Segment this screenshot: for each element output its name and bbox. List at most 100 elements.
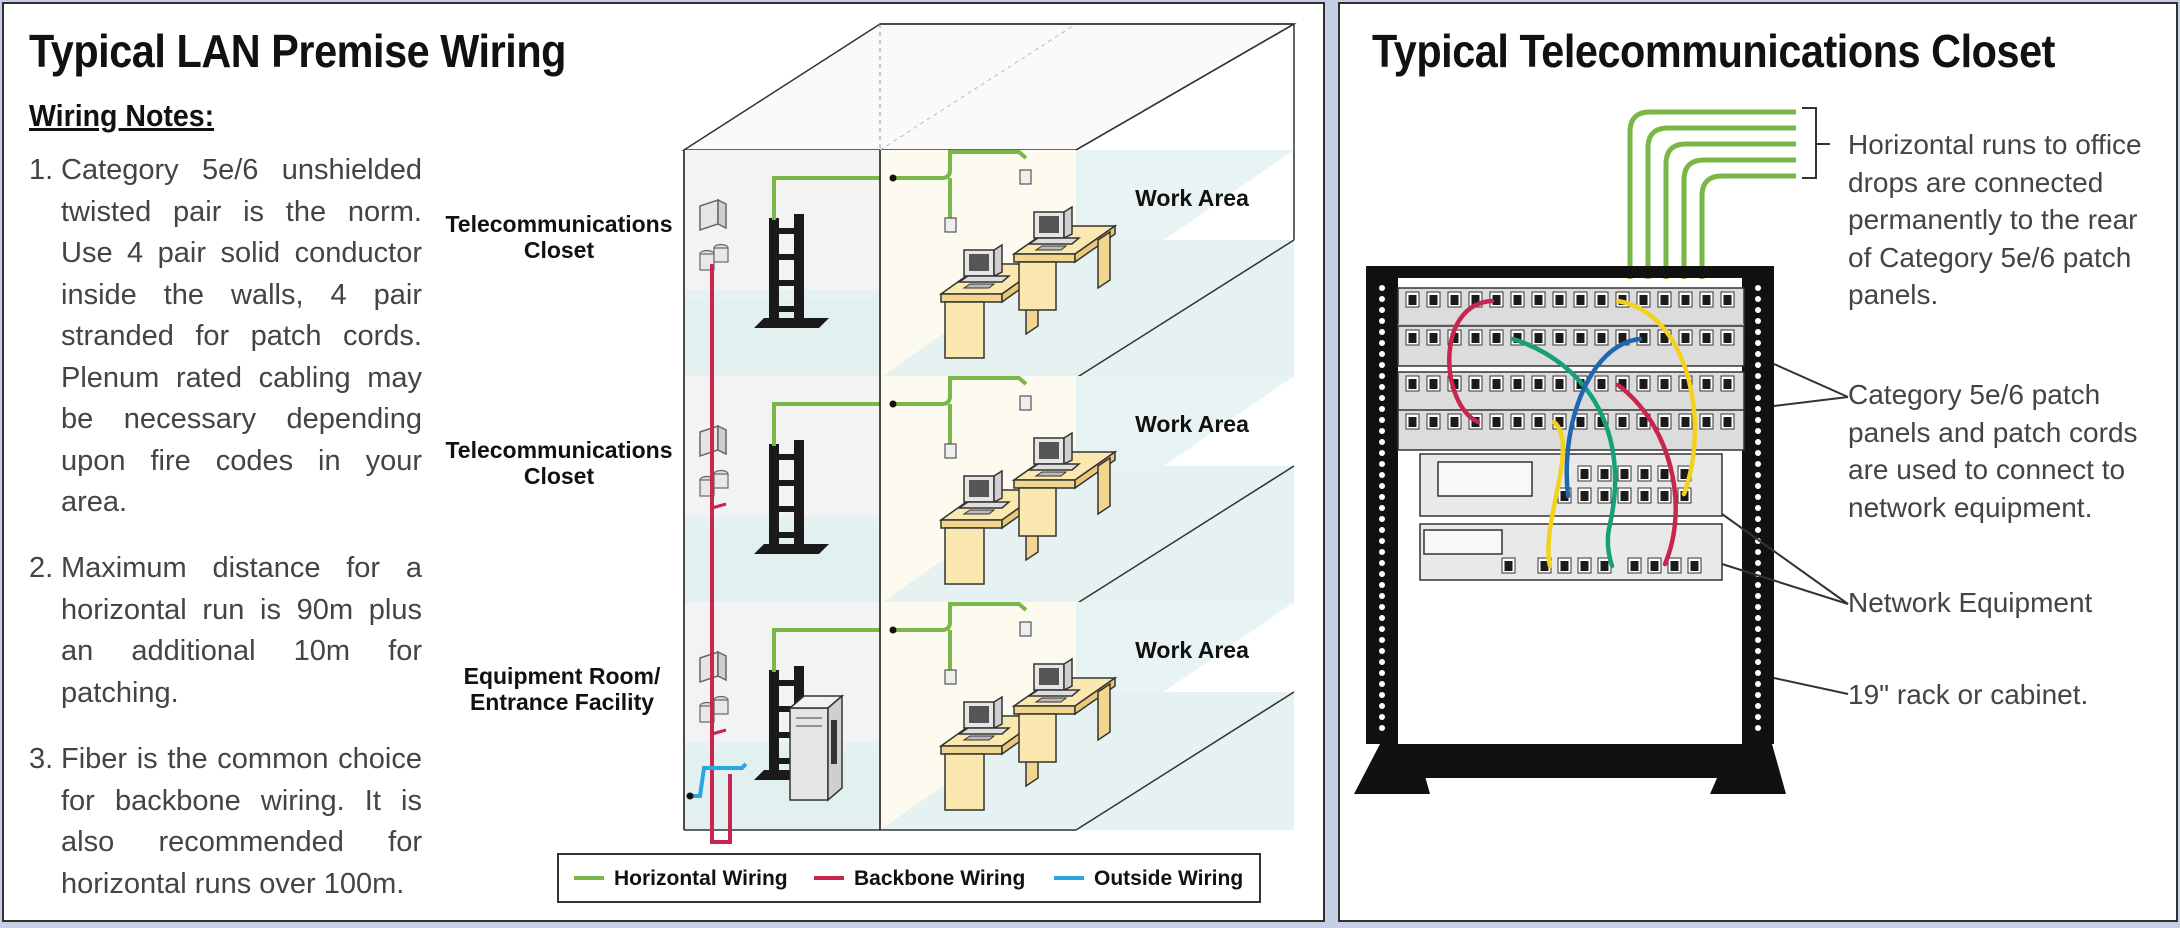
rack-hole <box>1379 571 1385 577</box>
rack-hole <box>1755 329 1761 335</box>
note-text: Fiber is the common choice for backbone … <box>61 743 422 900</box>
rack-hole <box>1379 637 1385 643</box>
outside-wiring <box>690 762 748 798</box>
rack-hole <box>1755 626 1761 632</box>
floor-3-work-area-label: Work Area <box>1135 637 1249 663</box>
rack-hole <box>1379 494 1385 500</box>
legend-label-outside: Outside Wiring <box>1094 867 1243 890</box>
rack-foot-right <box>1710 744 1786 794</box>
rack-hole <box>1755 428 1761 434</box>
rack-hole <box>1755 593 1761 599</box>
rack-hole <box>1379 549 1385 555</box>
rack-hole <box>1379 461 1385 467</box>
rack-hole <box>1379 439 1385 445</box>
rack-hole <box>1379 417 1385 423</box>
rack-hole <box>1379 384 1385 390</box>
rack-hole <box>1379 395 1385 401</box>
rack-hole <box>1379 725 1385 731</box>
rack-hole <box>1379 329 1385 335</box>
rack-base <box>1398 744 1744 778</box>
rack-hole <box>1379 285 1385 291</box>
rack-hole <box>1755 439 1761 445</box>
note-text: Category 5e/6 unshielded twisted pair is… <box>61 154 422 518</box>
rack-hole <box>1379 450 1385 456</box>
rack-hole <box>1379 703 1385 709</box>
wiring-note-1: 1. Category 5e/6 unshielded twisted pair… <box>29 150 422 524</box>
rack-hole <box>1755 516 1761 522</box>
rack-hole <box>1755 604 1761 610</box>
rack-hole <box>1379 505 1385 511</box>
rack-hole <box>1379 516 1385 522</box>
rack-hole <box>1755 461 1761 467</box>
floor-1-closet-label-2: Closet <box>524 237 595 263</box>
callout-patch-panels: Category 5e/6 patch panels and patch cor… <box>1848 379 2138 523</box>
rack-hole <box>1379 560 1385 566</box>
rack-hole <box>1379 670 1385 676</box>
rack-hole <box>1379 406 1385 412</box>
rack-hole <box>1379 428 1385 434</box>
rack-hole <box>1755 340 1761 346</box>
rack-hole <box>1379 692 1385 698</box>
rack-hole <box>1379 318 1385 324</box>
rack-hole <box>1379 714 1385 720</box>
rack-hole <box>1379 538 1385 544</box>
runs-bracket <box>1802 107 1830 179</box>
wiring-notes-heading: Wiring Notes: <box>29 98 215 133</box>
rack-foot-left <box>1354 744 1430 794</box>
rack-hole <box>1379 527 1385 533</box>
callout-horizontal-runs: Horizontal runs to office drops are conn… <box>1848 129 2142 310</box>
callout-network-equipment: Network Equipment <box>1848 587 2093 618</box>
server-cabinet <box>787 694 845 802</box>
note-number: 2. <box>29 552 54 584</box>
rack-hole <box>1755 395 1761 401</box>
rack-hole <box>1755 692 1761 698</box>
rack-hole <box>1755 296 1761 302</box>
lan-premise-wiring-panel: Typical LAN Premise Wiring Wiring Notes:… <box>2 2 1325 922</box>
wiring-legend: Horizontal Wiring Backbone Wiring Outsid… <box>557 853 1261 903</box>
rack-hole <box>1379 604 1385 610</box>
rack-hole <box>1755 560 1761 566</box>
rack-hole <box>1379 681 1385 687</box>
rack-hole <box>1379 351 1385 357</box>
rack-hole <box>1379 615 1385 621</box>
rack-hole <box>1755 417 1761 423</box>
rack-hole <box>1755 725 1761 731</box>
rack-hole <box>1755 670 1761 676</box>
note-text: Maximum distance for a horizontal run is… <box>61 552 422 709</box>
building-wiring-diagram: Telecommunications Closet Work Area Tele… <box>445 23 1297 903</box>
right-panel-title: Typical Telecommunications Closet <box>1372 25 2055 77</box>
rack-hole <box>1755 659 1761 665</box>
floor-2-closet-label: Telecommunications <box>445 437 672 463</box>
rack-hole <box>1755 285 1761 291</box>
rack-hole <box>1755 681 1761 687</box>
wiring-note-3: 3. Fiber is the common choice for backbo… <box>29 739 422 905</box>
rack-hole <box>1755 318 1761 324</box>
rack-hole <box>1379 648 1385 654</box>
floor-2-work-area-label: Work Area <box>1135 411 1249 437</box>
legend-label-backbone: Backbone Wiring <box>854 867 1025 890</box>
telecom-closet-panel: Typical Telecommunications Closet <box>1338 2 2178 922</box>
rack-hole <box>1755 406 1761 412</box>
rack-hole <box>1755 384 1761 390</box>
rack-hole <box>1755 703 1761 709</box>
floor-1-closet-label: Telecommunications <box>445 211 672 237</box>
floor-1-work-area-label: Work Area <box>1135 185 1249 211</box>
rack-hole <box>1755 527 1761 533</box>
network-switch-2 <box>1419 523 1723 581</box>
rack-hole <box>1755 472 1761 478</box>
rack-top <box>1366 266 1774 278</box>
callout-leaders <box>1721 363 1849 695</box>
rack-hole <box>1755 362 1761 368</box>
rack-hole <box>1755 549 1761 555</box>
rack-hole <box>1755 582 1761 588</box>
rack-hole <box>1755 615 1761 621</box>
rack-hole <box>1379 362 1385 368</box>
backbone-riser <box>710 264 732 844</box>
note-number: 3. <box>29 743 54 775</box>
rack-hole <box>1379 626 1385 632</box>
note-number: 1. <box>29 154 54 186</box>
rack-hole <box>1755 637 1761 643</box>
callout-rack: 19" rack or cabinet. <box>1848 679 2089 710</box>
floor-3-room-label: Equipment Room/ <box>464 663 661 689</box>
floor-2-closet-label-2: Closet <box>524 463 595 489</box>
